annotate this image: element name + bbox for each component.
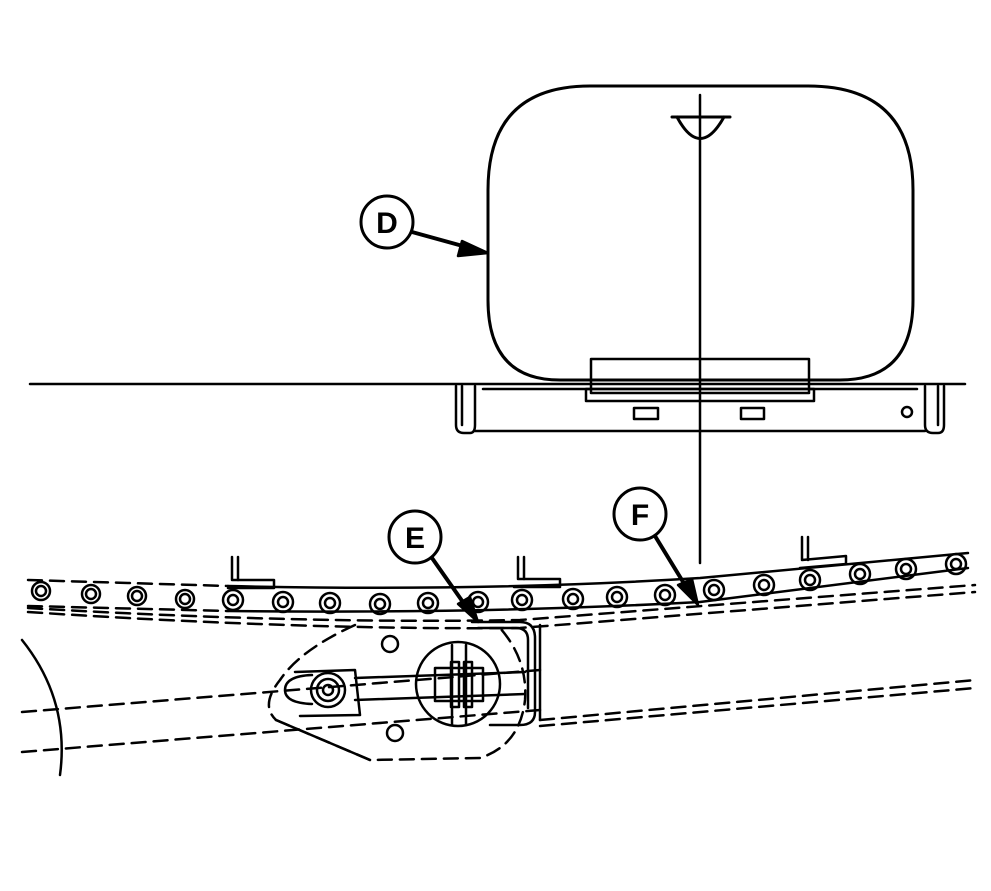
callout-f: F [612, 486, 700, 607]
callout-e-label: E [405, 522, 425, 555]
roller-chain [26, 535, 970, 616]
frame-arc [20, 638, 63, 777]
base-mount [454, 384, 946, 435]
callout-e: E [387, 509, 480, 624]
tensioner-assembly [267, 620, 542, 762]
callout-d-label: D [376, 207, 398, 240]
callout-f-label: F [631, 499, 649, 532]
callout-d: D [359, 194, 490, 258]
